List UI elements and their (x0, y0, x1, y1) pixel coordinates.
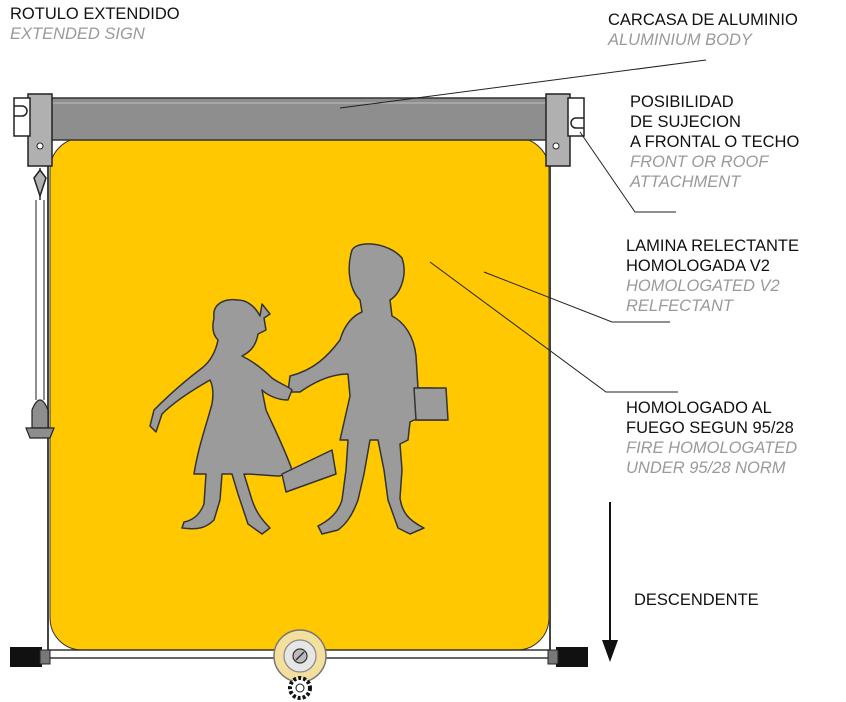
left-bracket (13, 93, 53, 167)
callout-aluminium-body-es: CARCASA DE ALUMINIO (608, 11, 798, 29)
callout-reflective-film-es-1: LAMINA RELECTANTE (626, 237, 799, 255)
callout-fire-homologation: HOMOLOGADO AL FUEGO SEGUN 95/28 FIRE HOM… (626, 398, 797, 478)
children-crossing-icon (149, 243, 449, 535)
callout-attachment-en-1: FRONT OR ROOF (630, 153, 769, 171)
callout-attachment-es-1: POSIBILIDAD (630, 93, 734, 111)
callout-attachment-es-3: A FRONTAL O TECHO (630, 133, 800, 151)
bottom-handle (273, 629, 327, 700)
leader-lines (339, 59, 707, 393)
callout-descending-es: DESCENDENTE (634, 591, 759, 609)
callout-attachment-en-2: ATTACHMENT (630, 173, 741, 191)
sign-title-es: ROTULO EXTENDIDO (10, 5, 180, 23)
callout-reflective-film-en-1: HOMOLOGATED V2 (626, 277, 780, 295)
callout-fire-en-1: FIRE HOMOLOGATED (626, 439, 798, 457)
callout-fire-es-1: HOMOLOGADO AL (626, 399, 772, 417)
callout-descending: DESCENDENTE (634, 590, 759, 610)
pull-cord (25, 168, 55, 439)
callout-reflective-film-en-2: RELFECTANT (626, 297, 733, 315)
arrow-down-icon (602, 502, 618, 662)
callout-attachment: POSIBILIDAD DE SUJECION A FRONTAL O TECH… (630, 92, 799, 192)
aluminium-housing (37, 97, 561, 141)
callout-fire-en-2: UNDER 95/28 NORM (626, 459, 786, 477)
callout-attachment-es-2: DE SUJECION (630, 113, 741, 131)
right-bracket (545, 93, 585, 167)
callout-aluminium-body-en: ALUMINIUM BODY (608, 31, 752, 49)
callout-reflective-film: LAMINA RELECTANTE HOMOLOGADA V2 HOMOLOGA… (626, 236, 799, 316)
sign-title: ROTULO EXTENDIDO EXTENDED SIGN (10, 4, 180, 44)
callout-fire-es-2: FUEGO SEGUN 95/28 (626, 419, 794, 437)
callout-reflective-film-es-2: HOMOLOGADA V2 (626, 257, 770, 275)
reflective-sheet (49, 137, 550, 651)
callout-aluminium-body: CARCASA DE ALUMINIO ALUMINIUM BODY (608, 10, 798, 50)
sign-title-en: EXTENDED SIGN (10, 25, 145, 43)
